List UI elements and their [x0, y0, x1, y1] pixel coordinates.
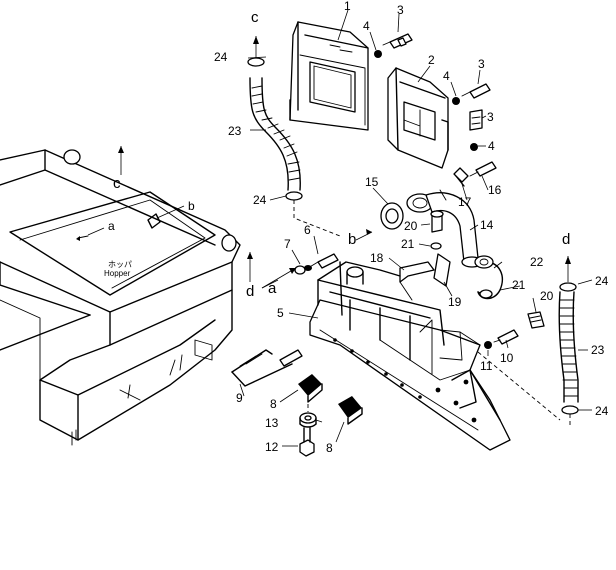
hopper-label-kana: ホッパ	[108, 260, 132, 269]
part-label-4a: 4	[363, 19, 370, 33]
callout-a-leader	[87, 227, 105, 236]
part-label-15: 15	[365, 175, 379, 189]
bolt-12	[299, 427, 315, 457]
main-frame-5	[304, 261, 511, 451]
callout-c-body: c	[113, 175, 121, 192]
part-label-21b: 21	[512, 278, 526, 292]
part-label-20b: 20	[540, 289, 554, 303]
callout-a-body: a	[108, 219, 115, 233]
part-label-6: 6	[304, 223, 311, 237]
part-label-3b: 3	[478, 57, 485, 71]
part-label-7: 7	[284, 237, 291, 251]
callout-b-arrowhead	[366, 229, 372, 235]
part-label-22: 22	[530, 255, 544, 269]
washer-4-mid	[452, 97, 460, 105]
callout-c-hose: c	[251, 9, 259, 26]
part-label-20a: 20	[404, 219, 418, 233]
callout-d-hose: d	[562, 231, 570, 248]
rubber-pad-8-right	[338, 396, 363, 425]
part-label-21a: 21	[401, 237, 415, 251]
ring-clamp-22	[474, 255, 503, 300]
bolt-3-top	[382, 33, 413, 49]
bolt-3-mid	[461, 83, 491, 99]
part-label-24d: 24	[595, 404, 609, 418]
bolt-20-mid	[430, 210, 444, 233]
bolt-10	[493, 329, 519, 345]
part-label-12: 12	[265, 440, 279, 454]
bolt-16	[469, 161, 497, 177]
washer-4-low	[470, 143, 478, 151]
part-label-5: 5	[277, 306, 284, 320]
part-label-19: 19	[448, 295, 462, 309]
washer-7	[294, 265, 306, 275]
part-label-2: 2	[428, 53, 435, 67]
washer-4-top	[374, 50, 382, 58]
bracket-18	[399, 261, 435, 283]
cover-panel-2	[387, 67, 449, 169]
callout-b-frame: b	[348, 231, 356, 248]
rubber-pad-8-left	[298, 374, 323, 403]
plate-9	[231, 349, 303, 387]
clamp-24-left-top	[247, 57, 265, 67]
clamp-24-left-bottom	[285, 191, 303, 201]
callout-b-leader	[156, 205, 185, 219]
bracket-19	[433, 253, 451, 287]
clamp-24-right-bottom	[561, 405, 579, 415]
part-label-8b: 8	[326, 441, 333, 455]
machine-body	[0, 149, 241, 446]
part-label-24a: 24	[214, 50, 228, 64]
bolt-20-right	[527, 311, 545, 329]
hose-23-right	[558, 291, 579, 403]
elbow-pipe-14	[406, 189, 483, 268]
callout-a-frame: a	[268, 280, 277, 297]
part-label-16: 16	[488, 183, 502, 197]
part-label-8a: 8	[270, 397, 277, 411]
hose-right-dashed	[477, 351, 571, 428]
clamp-24-right-top	[559, 282, 577, 292]
callout-b-body: b	[188, 199, 195, 213]
bolt-6	[307, 253, 339, 269]
part-label-14: 14	[480, 218, 494, 232]
part-label-10: 10	[500, 351, 514, 365]
flange-gasket-15	[380, 202, 404, 230]
part-label-23b: 23	[591, 343, 605, 357]
part-label-23a: 23	[228, 124, 242, 138]
washer-11	[484, 341, 492, 349]
part-label-1: 1	[344, 0, 351, 13]
callout-d-body: d	[246, 283, 254, 300]
part-number-labels: 1 2 3 3 3 4 4 4 5 6 7 8 8 9 10 11 12 13 …	[214, 0, 609, 455]
part-label-24b: 24	[253, 193, 267, 207]
washer-13	[299, 412, 317, 428]
leader-lines	[239, 9, 593, 447]
bolt-3-low	[469, 109, 483, 131]
part-label-3c: 3	[487, 110, 494, 124]
ring-21-left	[430, 242, 442, 250]
part-label-9: 9	[236, 391, 243, 405]
cover-panel-1	[289, 21, 369, 131]
part-label-4c: 4	[488, 139, 495, 153]
part-label-11: 11	[480, 359, 493, 373]
hose-23-left	[249, 77, 341, 237]
callout-a-arrowhead	[289, 268, 296, 274]
part-label-17: 17	[458, 195, 472, 209]
part-label-24c: 24	[595, 274, 609, 288]
ring-21-right	[479, 289, 493, 299]
part-label-3a: 3	[397, 3, 404, 17]
pipe-clamp-17	[453, 167, 469, 187]
part-label-13: 13	[265, 416, 279, 430]
part-label-4b: 4	[443, 69, 450, 83]
part-label-18: 18	[370, 251, 384, 265]
hopper-label: Hopper	[104, 269, 131, 278]
